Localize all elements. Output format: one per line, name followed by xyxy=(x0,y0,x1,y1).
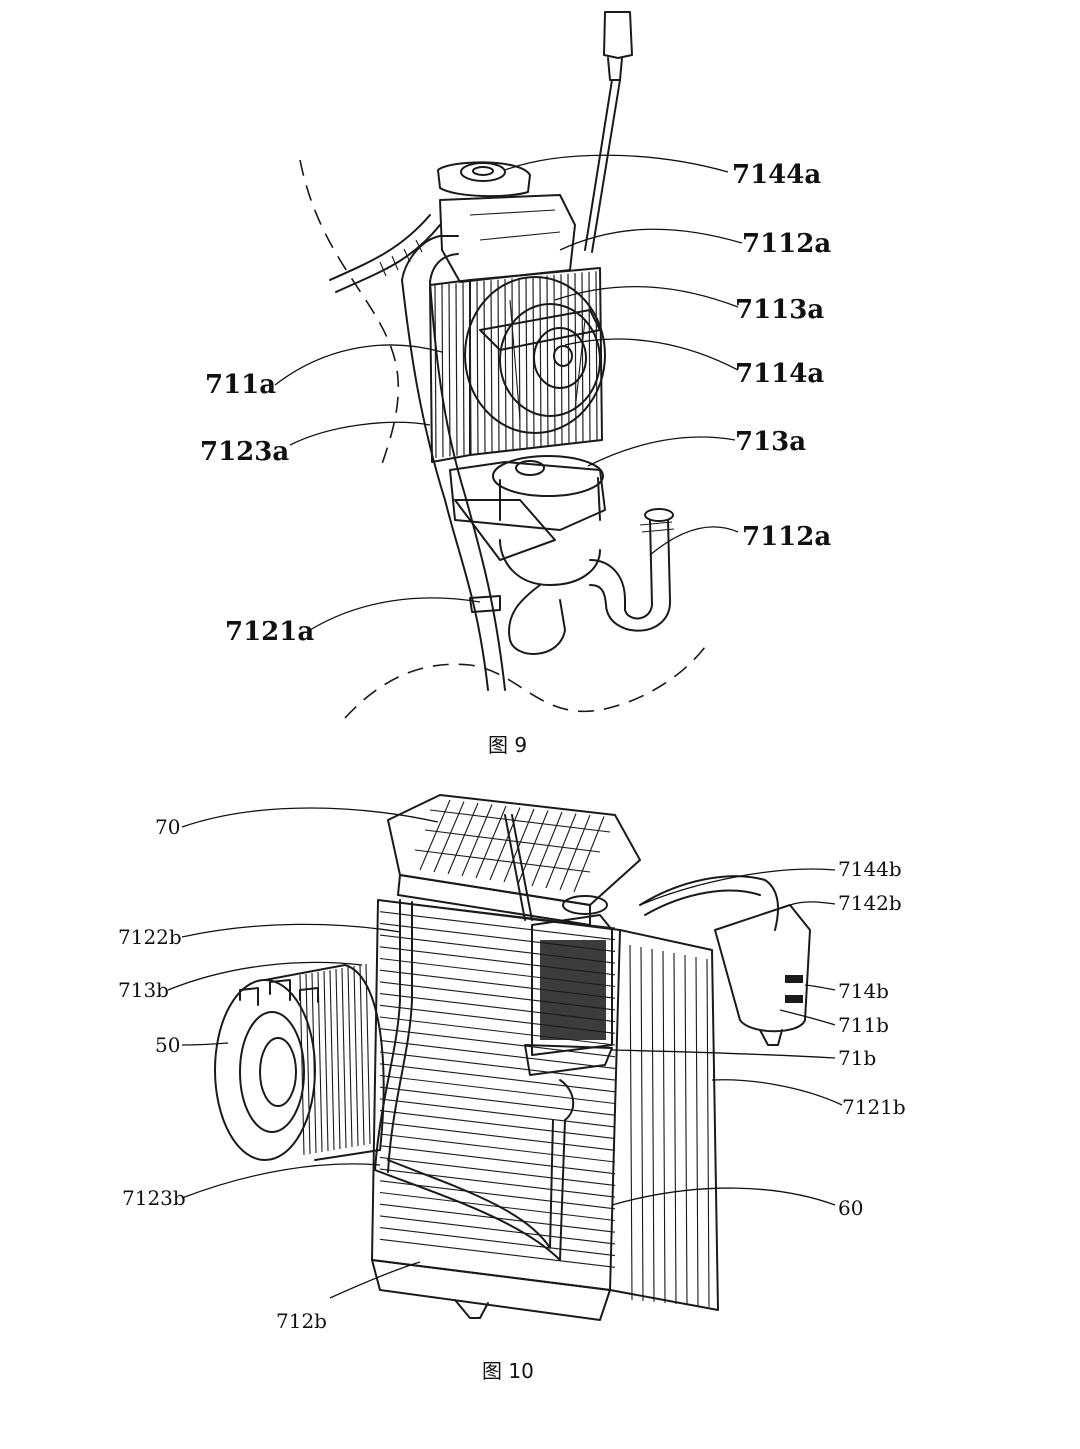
phantom-outline-bottom xyxy=(344,639,711,719)
pipe-7123b-2 xyxy=(387,1119,554,1249)
filler-cap xyxy=(437,161,531,198)
label-711b: 711b xyxy=(838,1013,889,1037)
phantom-outline-left xyxy=(299,159,400,471)
pipe-7123b xyxy=(374,1119,566,1261)
cooling-fan xyxy=(464,276,606,434)
label-7142b: 7142b xyxy=(838,891,902,915)
label-7122b: 7122b xyxy=(118,925,182,949)
hose-to-tank-2 xyxy=(644,889,761,916)
label-7121b: 7121b xyxy=(842,1095,906,1119)
pipe-7122b-2 xyxy=(387,901,413,1173)
label-7144b: 7144b xyxy=(838,857,902,881)
label-7112a-bottom: 7112a xyxy=(742,522,831,552)
mounting-foot xyxy=(454,1299,489,1319)
hose-to-tank xyxy=(639,875,779,931)
motor xyxy=(214,963,385,1161)
water-pump xyxy=(449,455,606,655)
caption-figure-9: 图 9 xyxy=(488,733,527,757)
label-70: 70 xyxy=(155,815,180,839)
header-tank xyxy=(439,194,576,283)
small-radiator-cap xyxy=(562,895,608,915)
outlet-pipe-right xyxy=(589,508,675,632)
hose-clamp xyxy=(469,595,501,613)
label-713a: 713a xyxy=(735,427,806,457)
label-7113a: 7113a xyxy=(735,295,824,325)
figure-10: 70 7144b 7142b 7122b 713b 714b 711b 50 7… xyxy=(118,794,906,1383)
label-50: 50 xyxy=(155,1033,180,1057)
pipe-7121b xyxy=(559,1079,575,1121)
expansion-tank xyxy=(714,904,811,1046)
label-7123b: 7123b xyxy=(122,1186,186,1210)
pipe-7122b xyxy=(374,899,401,1171)
label-711a: 711a xyxy=(205,370,276,400)
caption-figure-10: 图 10 xyxy=(482,1359,534,1383)
label-712b: 712b xyxy=(276,1309,327,1333)
label-7121a: 7121a xyxy=(225,617,314,647)
label-7114a: 7114a xyxy=(735,359,824,389)
hose-harness xyxy=(329,214,441,293)
label-7123a: 7123a xyxy=(200,437,289,467)
sensor-rod xyxy=(504,814,533,921)
leader-lines-fig10 xyxy=(167,807,843,1299)
figure-9: 7144a 7112a 7113a 7114a 711a 7123a 713a … xyxy=(200,11,831,757)
label-7144a: 7144a xyxy=(732,160,821,190)
label-60: 60 xyxy=(838,1196,863,1220)
label-714b: 714b xyxy=(838,979,889,1003)
label-7112a-top: 7112a xyxy=(742,229,831,259)
leader-lines-fig9 xyxy=(274,154,743,631)
label-713b: 713b xyxy=(118,978,169,1002)
small-radiator xyxy=(524,914,613,1076)
radiator-core xyxy=(429,267,603,463)
coolant-pipe-left xyxy=(401,235,506,691)
label-71b: 71b xyxy=(838,1046,876,1070)
sensor-cable xyxy=(584,11,633,253)
